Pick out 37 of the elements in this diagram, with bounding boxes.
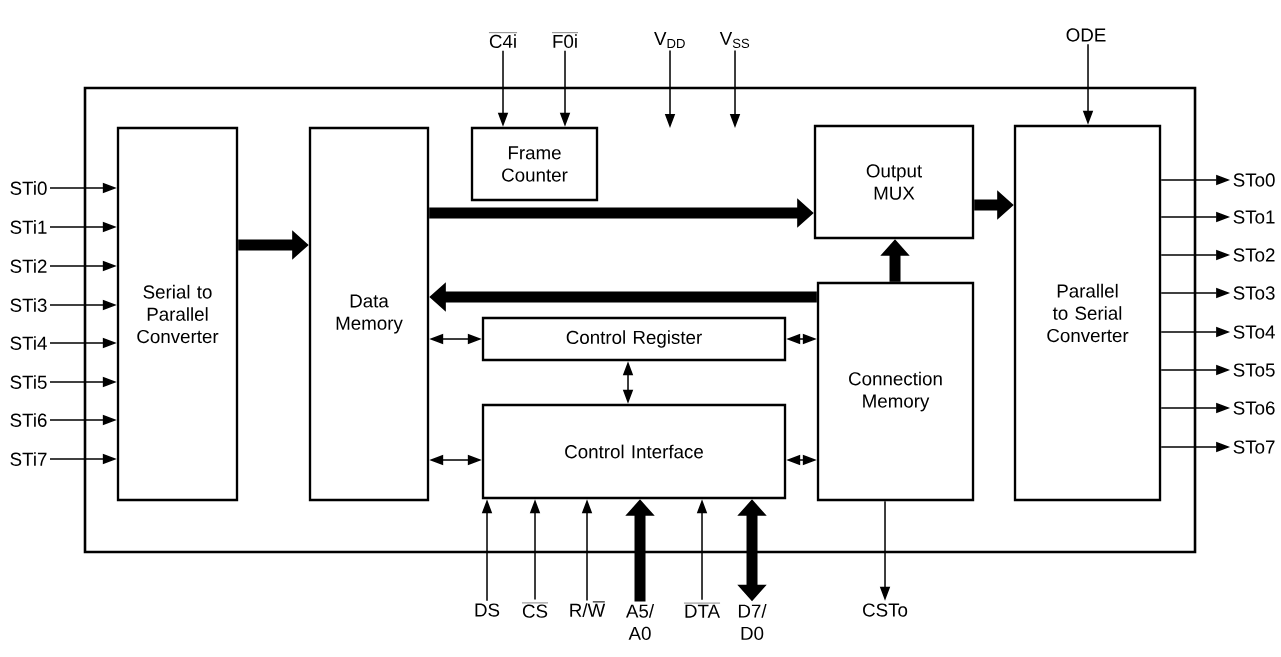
block-box: Output MUX — [813, 124, 975, 240]
pin-label: STo1 — [1233, 210, 1275, 224]
pin-label: CS — [521, 602, 549, 618]
chip-outline — [83, 86, 1197, 554]
pin-label: STo7 — [1233, 440, 1275, 454]
pin-label: C4i — [488, 32, 518, 49]
pin-label: STo4 — [1233, 325, 1275, 339]
pin-label: DTA — [683, 602, 721, 618]
pin-label: D7/ D0 — [738, 604, 767, 640]
pin-label: A5/ A0 — [626, 604, 655, 640]
pin-label: STi2 — [10, 259, 47, 273]
pin-label: STi3 — [10, 298, 47, 312]
pin-label: STo6 — [1233, 401, 1275, 415]
pin-label: DS — [475, 603, 500, 617]
block-box: Serial to Parallel Converter — [116, 126, 239, 502]
pin-label: STo3 — [1233, 286, 1275, 300]
pin-label: STi5 — [10, 375, 47, 389]
pin-label: STi1 — [10, 220, 47, 234]
pin-label: R/W — [570, 603, 606, 617]
pin-label: STo2 — [1233, 248, 1275, 262]
block-box: Parallel to Serial Converter — [1013, 124, 1162, 502]
pin-label: ODE — [1066, 28, 1106, 42]
pin-label: STi6 — [10, 413, 47, 427]
pin-label: V$_{SS}$ — [719, 31, 750, 49]
pin-label: F0i — [551, 32, 579, 49]
block-box: Data Memory — [308, 126, 430, 502]
pin-label: STi7 — [10, 452, 47, 466]
block-box: Control Register — [481, 316, 787, 362]
pin-label: STo0 — [1233, 173, 1275, 187]
pin-label: V$_{DD}$ — [654, 32, 685, 48]
pin-label: STo5 — [1233, 363, 1275, 377]
block-box: Connection Memory — [816, 281, 975, 502]
block-box: Frame Counter — [470, 126, 599, 202]
pin-label: STi4 — [10, 336, 47, 350]
pin-label: STi0 — [10, 181, 47, 195]
block-box: Control Interface — [481, 403, 787, 500]
pin-label: CSTo — [863, 603, 908, 617]
